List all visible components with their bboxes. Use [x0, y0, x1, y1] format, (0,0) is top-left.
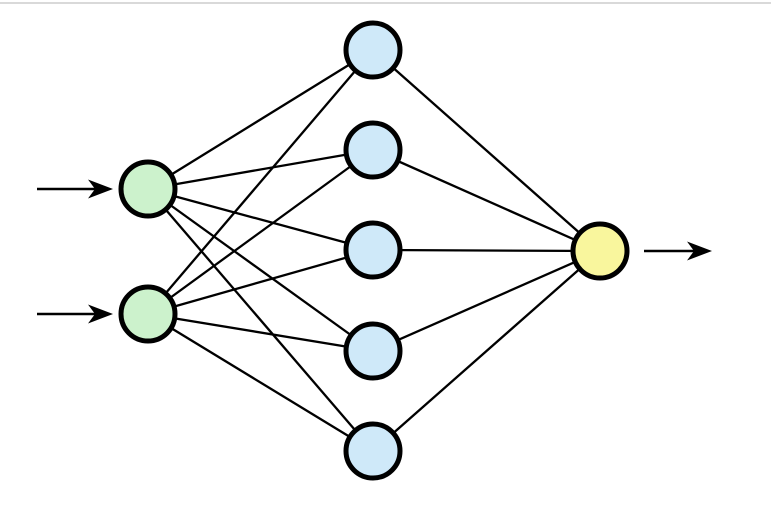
edge-input-node-1-to-hidden-node-4 [147, 188, 374, 352]
input-arrow-1-head [88, 179, 113, 199]
hidden-node-2 [343, 120, 403, 180]
edge-hidden-node-3-to-output-node-1 [372, 248, 601, 253]
input-node-2 [118, 284, 178, 344]
output-arrow-head [687, 241, 712, 261]
edge-input-node-2-to-hidden-node-5 [147, 313, 374, 452]
edge-input-node-2-to-hidden-node-4 [147, 312, 374, 353]
edge-input-node-1-to-hidden-node-5 [147, 188, 374, 452]
hidden-node-4 [343, 321, 403, 381]
edge-hidden-node-4-to-output-node-1 [372, 249, 601, 353]
edge-hidden-node-2-to-output-node-1 [372, 148, 601, 253]
input-node-1 [118, 159, 178, 219]
edge-input-node-2-to-hidden-node-2 [147, 149, 374, 315]
hidden-node-1 [343, 20, 403, 80]
input-arrow-2-head [88, 304, 113, 324]
edge-input-node-1-to-hidden-node-1 [147, 49, 374, 190]
hidden-node-3 [343, 220, 403, 280]
edge-input-node-2-to-hidden-node-3 [147, 248, 374, 316]
edge-input-node-1-to-hidden-node-3 [147, 187, 374, 252]
top-border-line [0, 2, 771, 4]
edge-hidden-node-5-to-output-node-1 [372, 250, 601, 452]
edge-input-node-1-to-hidden-node-2 [147, 148, 374, 191]
hidden-node-5 [343, 421, 403, 481]
edge-hidden-node-1-to-output-node-1 [372, 49, 601, 252]
output-node-1 [570, 221, 630, 281]
edge-input-node-2-to-hidden-node-1 [147, 49, 374, 315]
